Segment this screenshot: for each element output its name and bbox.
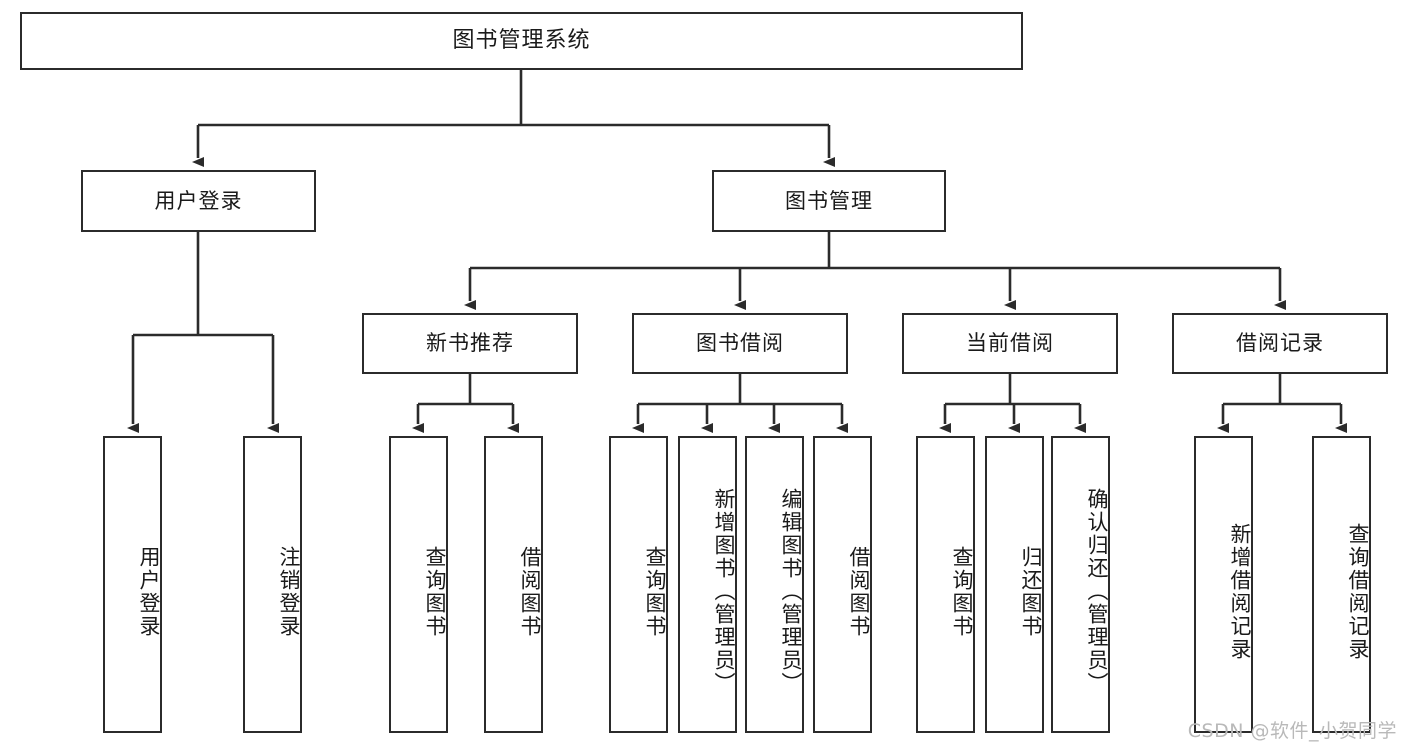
node-label: 注销登录: [277, 545, 301, 638]
leaf-current-borrow-query[interactable]: 查询图书: [916, 436, 975, 733]
node-book-management[interactable]: 图书管理: [712, 170, 946, 232]
leaf-book-borrow-query[interactable]: 查询图书: [609, 436, 668, 733]
node-label: 查询图书: [950, 545, 974, 638]
leaf-new-book-borrow[interactable]: 借阅图书: [484, 436, 543, 733]
node-label: 图书管理系统: [452, 28, 591, 54]
node-label: 新增借阅记录: [1228, 522, 1252, 661]
csdn-watermark: CSDN @软件_小贺同学: [1187, 720, 1397, 742]
node-user-login[interactable]: 用户登录: [81, 170, 316, 232]
node-book-borrow[interactable]: 图书借阅: [632, 313, 848, 374]
node-label: 借阅图书: [847, 545, 871, 638]
leaf-new-book-query[interactable]: 查询图书: [389, 436, 448, 733]
node-label: 查询借阅记录: [1346, 522, 1370, 661]
node-borrow-record[interactable]: 借阅记录: [1172, 313, 1388, 374]
node-label: 借阅图书: [518, 545, 542, 638]
node-root-system[interactable]: 图书管理系统: [20, 12, 1023, 70]
node-label: 确认归还（管理员）: [1085, 488, 1109, 695]
node-label: 图书管理: [785, 188, 873, 213]
node-label: 查询图书: [423, 545, 447, 638]
node-label: 归还图书: [1019, 545, 1043, 638]
node-label: 图书借阅: [696, 331, 784, 356]
leaf-user-login-logout[interactable]: 注销登录: [243, 436, 302, 733]
node-current-borrow[interactable]: 当前借阅: [902, 313, 1118, 374]
leaf-book-borrow-add[interactable]: 新增图书（管理员）: [678, 436, 737, 733]
leaf-current-borrow-confirm[interactable]: 确认归还（管理员）: [1051, 436, 1110, 733]
node-label: 新书推荐: [426, 331, 514, 356]
leaf-user-login-login[interactable]: 用户登录: [103, 436, 162, 733]
leaf-borrow-record-query[interactable]: 查询借阅记录: [1312, 436, 1371, 733]
leaf-book-borrow-borrow[interactable]: 借阅图书: [813, 436, 872, 733]
node-label: 用户登录: [154, 188, 243, 213]
node-label: 查询图书: [643, 545, 667, 638]
leaf-borrow-record-add[interactable]: 新增借阅记录: [1194, 436, 1253, 733]
node-label: 借阅记录: [1236, 331, 1324, 356]
node-new-book-recommend[interactable]: 新书推荐: [362, 313, 578, 374]
node-label: 编辑图书（管理员）: [779, 488, 803, 695]
node-label: 用户登录: [137, 545, 161, 638]
node-label: 当前借阅: [966, 331, 1054, 356]
leaf-current-borrow-return[interactable]: 归还图书: [985, 436, 1044, 733]
node-label: 新增图书（管理员）: [712, 488, 736, 695]
leaf-book-borrow-edit[interactable]: 编辑图书（管理员）: [745, 436, 804, 733]
